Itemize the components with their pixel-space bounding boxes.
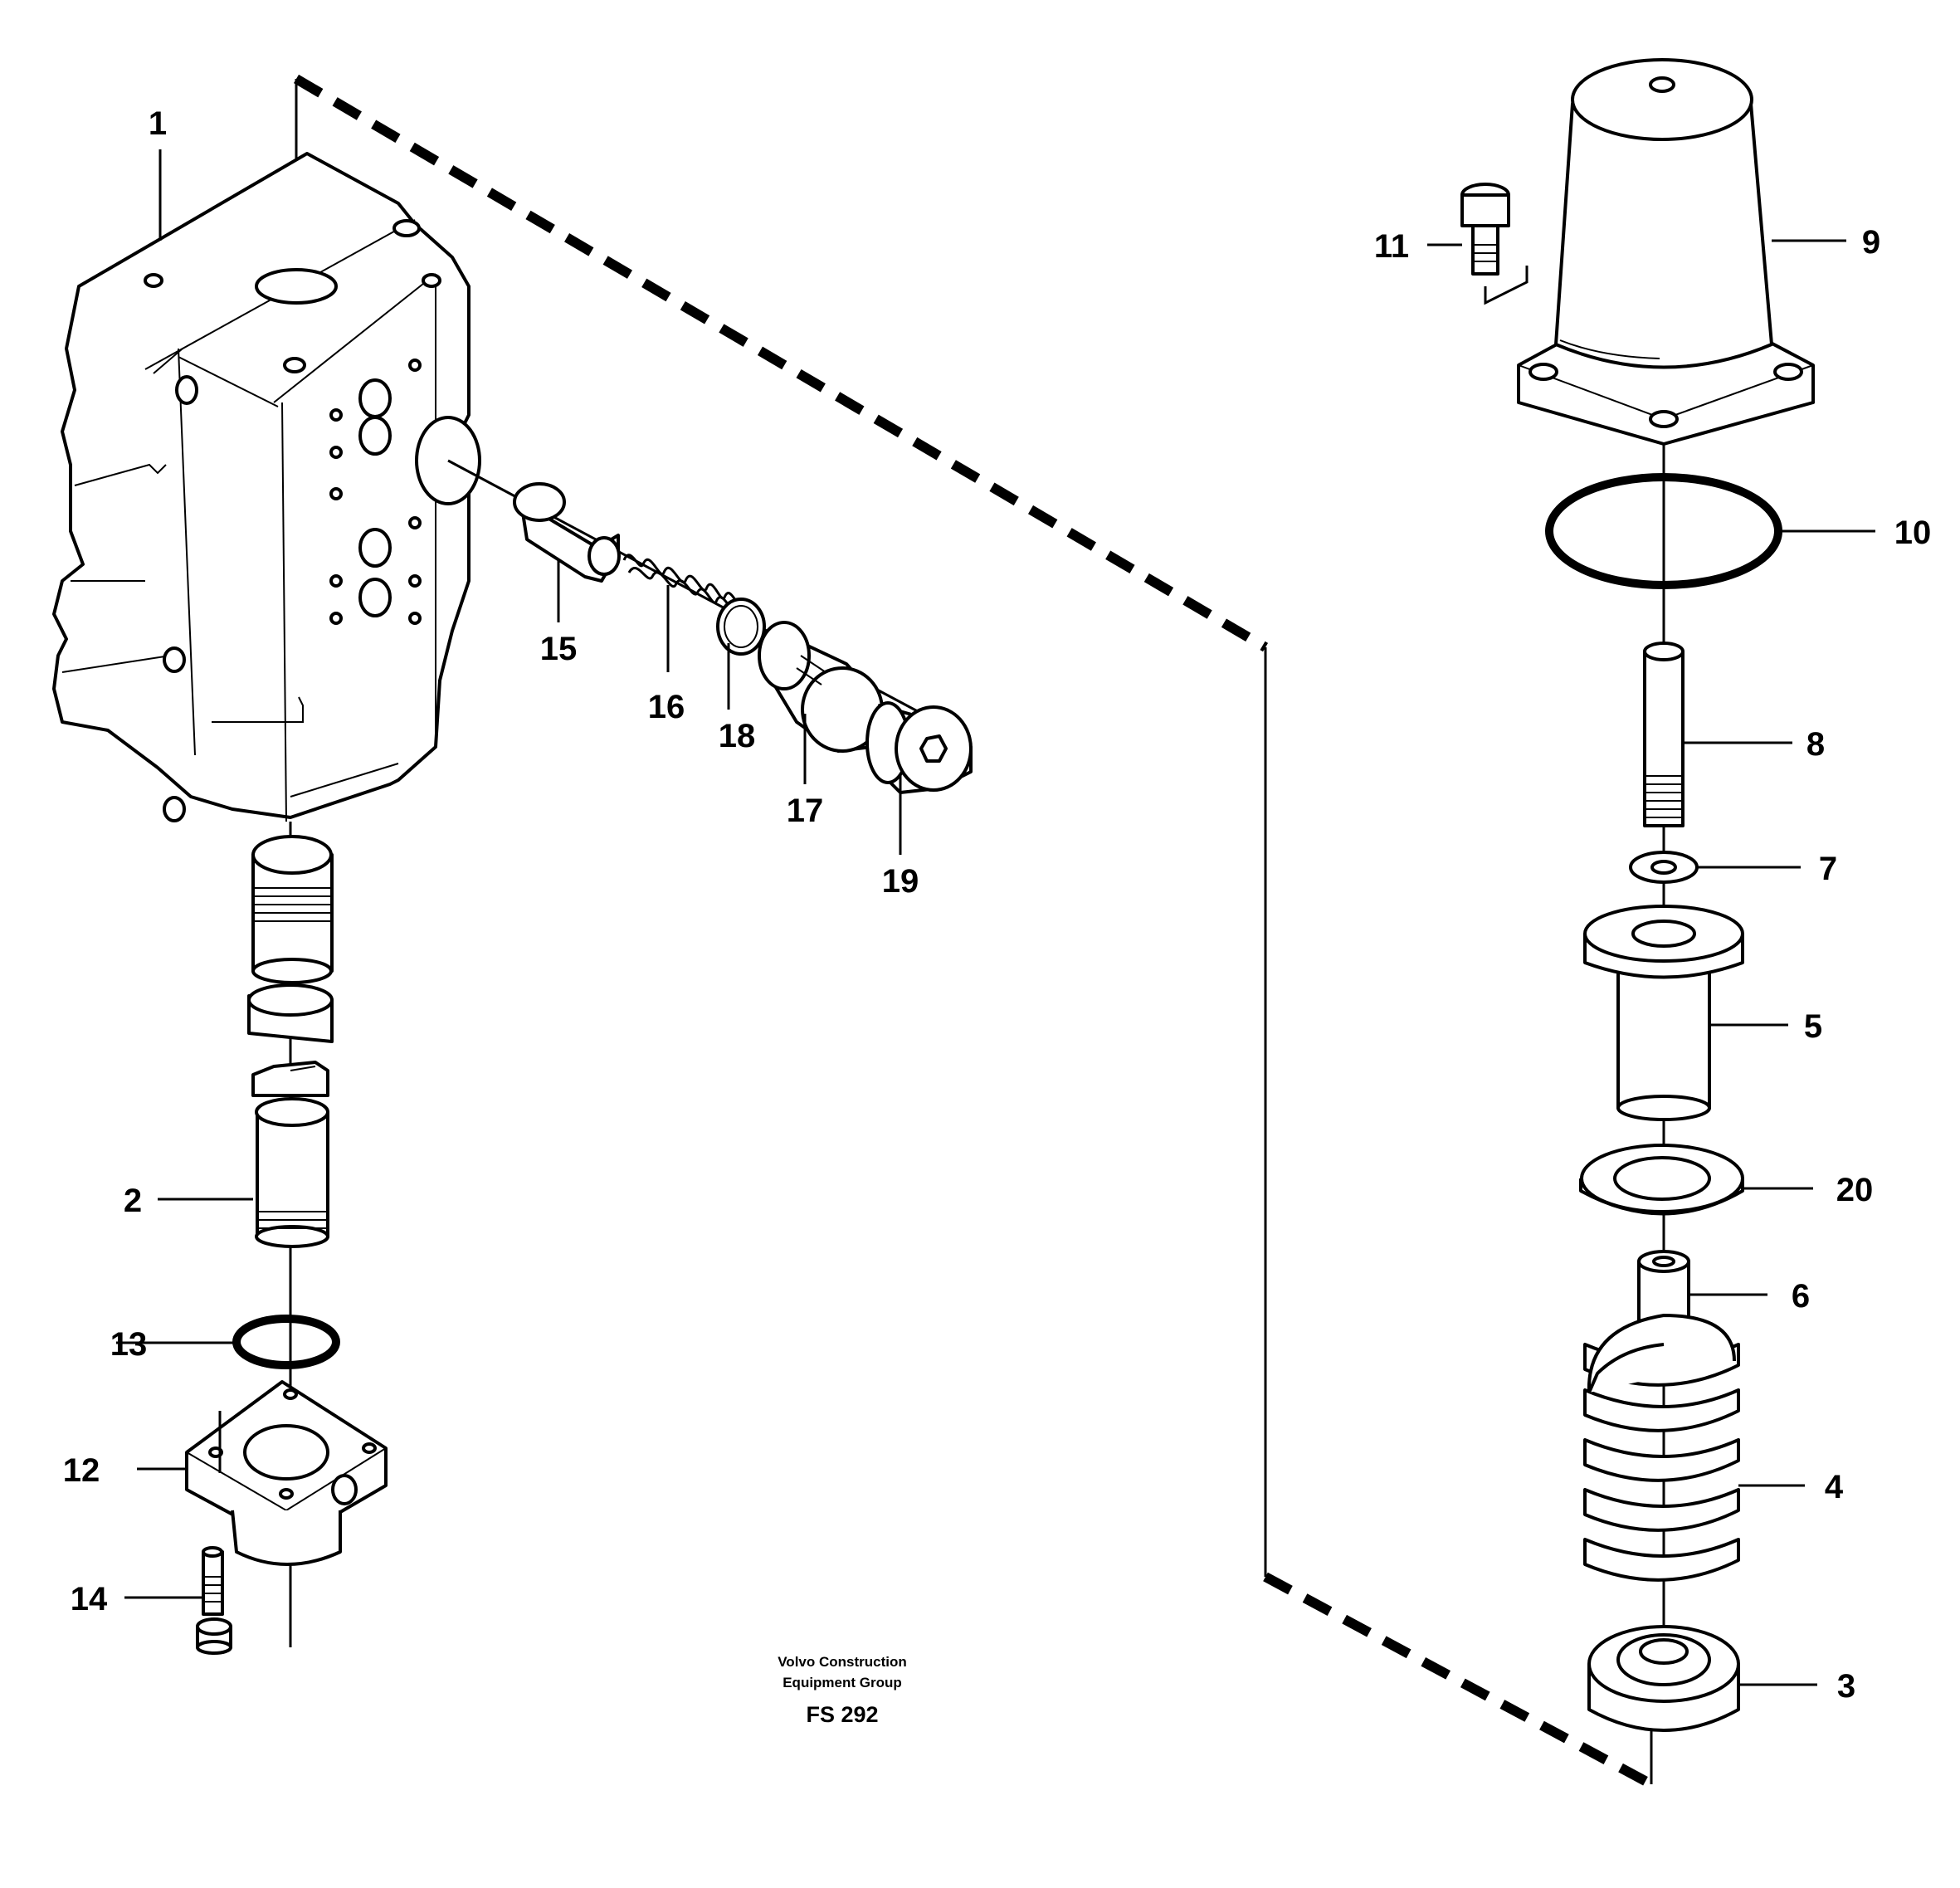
label-part-17: 17 (787, 793, 824, 829)
label-part-4: 4 (1825, 1469, 1844, 1505)
part-2-valve-spool (247, 822, 334, 1647)
label-part-20: 20 (1836, 1172, 1874, 1208)
footer-company-line2: Equipment Group (783, 1675, 902, 1690)
part-18-o-ring (716, 598, 766, 656)
footer-company-line1: Volvo Construction (778, 1654, 907, 1670)
label-part-15: 15 (540, 631, 578, 667)
label-part-2: 2 (124, 1183, 142, 1219)
part-3-spring-seat (1587, 1625, 1740, 1732)
footer-figure-code: FS 292 (806, 1702, 878, 1727)
label-part-19: 19 (882, 863, 919, 900)
label-part-1: 1 (149, 105, 167, 142)
label-part-14: 14 (71, 1581, 108, 1617)
part-5-spring-guide (1583, 905, 1744, 1121)
part-10-o-ring (1545, 473, 1782, 589)
diagram-footer: Volvo Construction Equipment Group FS 29… (778, 1654, 907, 1727)
label-part-8: 8 (1806, 726, 1825, 763)
label-part-10: 10 (1894, 515, 1932, 551)
part-labels: 1 2 3 4 5 6 7 8 9 10 11 12 13 14 15 16 1… (63, 105, 1932, 1705)
valve-housing (52, 152, 481, 822)
leader-lines (116, 149, 1875, 1686)
part-20-washer (1579, 1144, 1744, 1216)
label-part-11: 11 (1374, 228, 1409, 265)
label-part-3: 3 (1837, 1668, 1855, 1705)
assembly-dashed-guide (293, 74, 1654, 1789)
part-17-valve-cone (758, 621, 884, 753)
label-part-7: 7 (1819, 851, 1837, 887)
part-7-washer (1629, 851, 1699, 884)
label-part-18: 18 (719, 718, 756, 754)
label-part-6: 6 (1792, 1278, 1810, 1315)
part-14-screw (196, 1411, 232, 1655)
part-13-o-ring (232, 1315, 340, 1369)
part-8-long-bolt (1643, 642, 1685, 827)
part-15-sleeve (513, 482, 621, 583)
part-11-screw (1460, 183, 1529, 305)
part-9-cover-cap (1517, 58, 1815, 446)
part-19-plug (865, 701, 973, 794)
label-part-12: 12 (63, 1452, 100, 1489)
part-4-main-spring (1583, 1314, 1740, 1582)
label-part-16: 16 (648, 689, 685, 725)
label-part-9: 9 (1862, 224, 1880, 261)
label-part-5: 5 (1804, 1008, 1822, 1045)
part-12-flange (185, 1380, 388, 1566)
label-part-13: 13 (110, 1326, 148, 1363)
